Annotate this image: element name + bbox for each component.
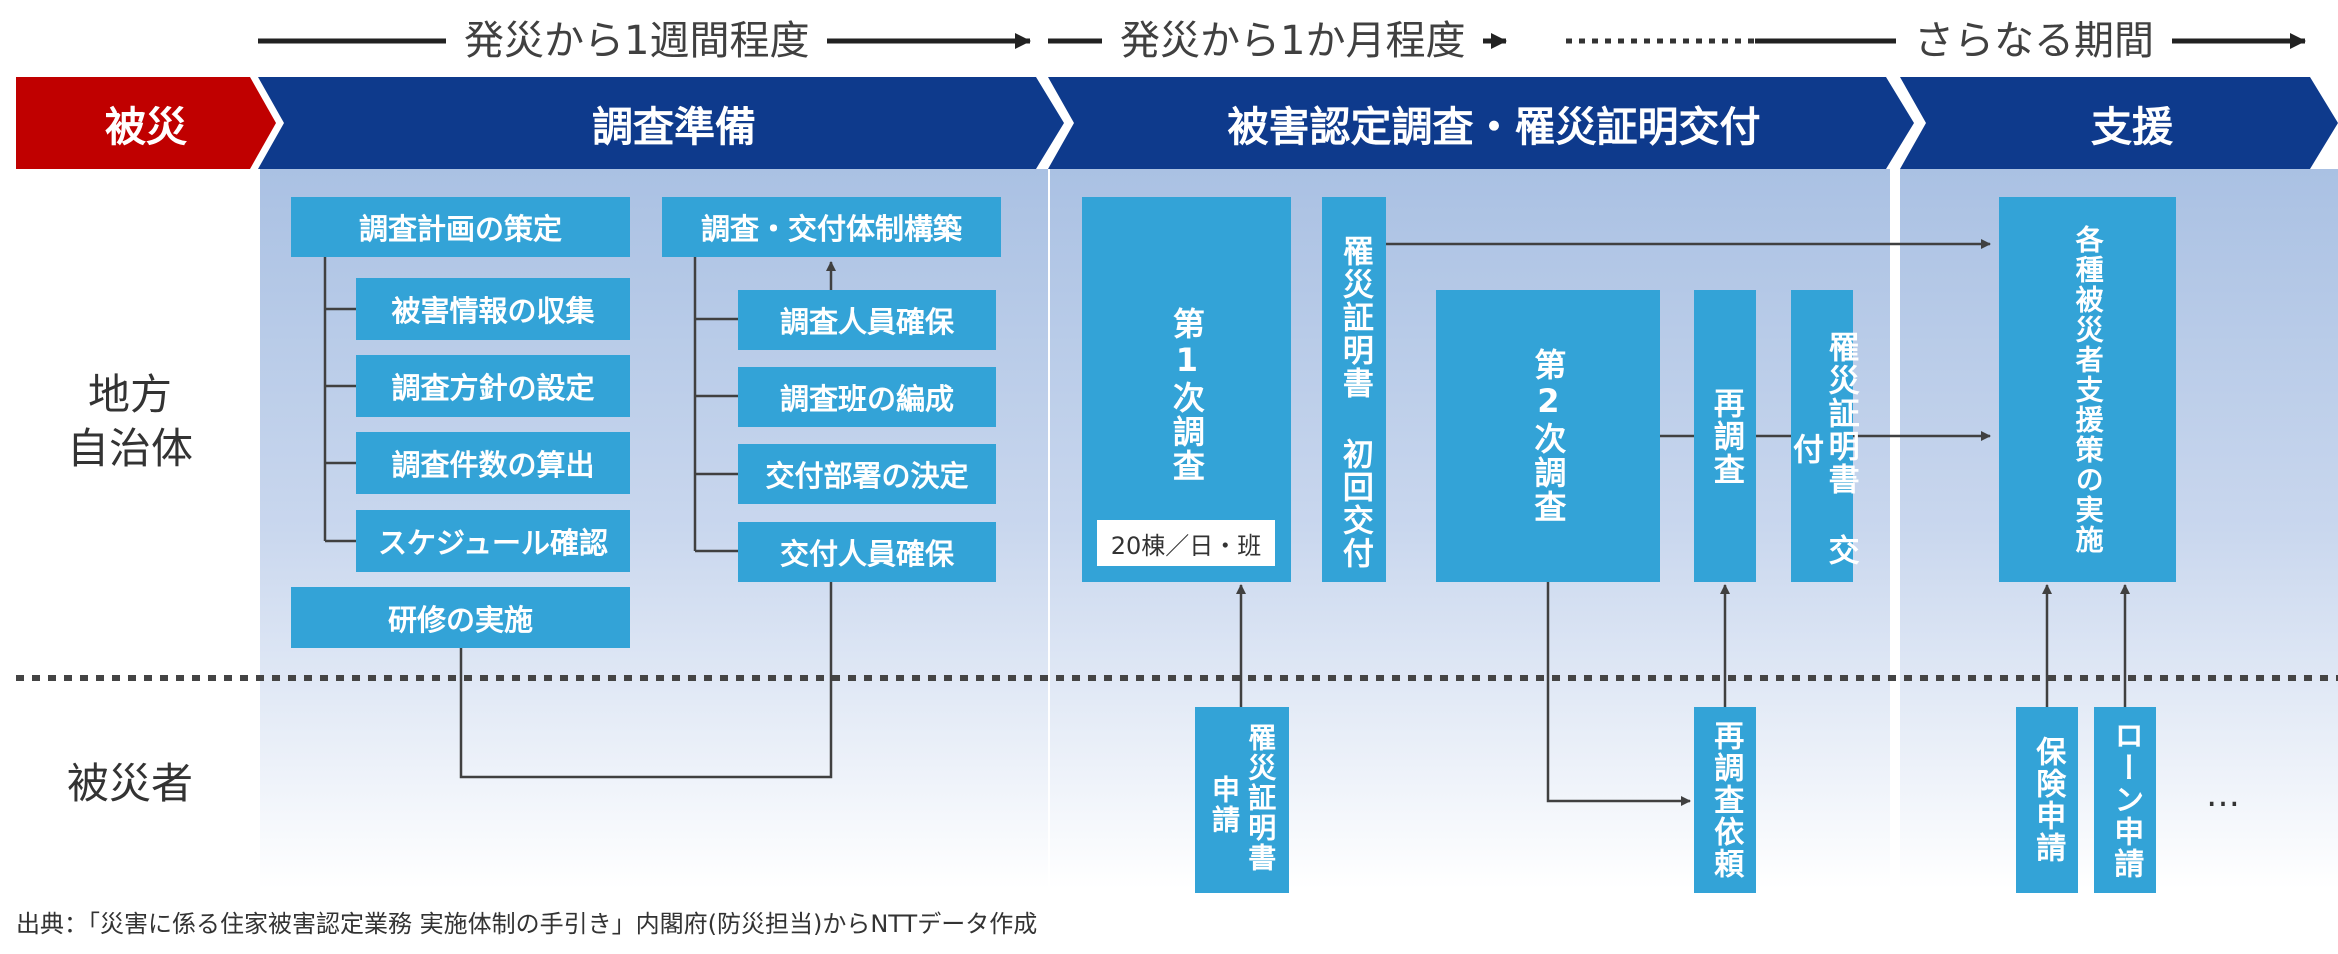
insurance-box: 保険申請 <box>2016 707 2078 893</box>
training-box: 研修の実施 <box>291 587 630 648</box>
timeline-further-label: さらなる期間 <box>1896 17 2172 65</box>
support-measures-box: 各種被災者支援策の実施 <box>1999 197 2176 582</box>
resurvey-request-box: 再調査依頼 <box>1694 707 1756 893</box>
plan-box: 調査計画の策定 <box>291 197 630 257</box>
phase-banner-disaster <box>16 77 276 169</box>
phase-disaster: 被災 <box>105 103 187 151</box>
cert-issue-box: 罹災証明書 交付 <box>1787 290 1859 582</box>
schedule-box: スケジュール確認 <box>356 510 630 572</box>
phase-banner-prep <box>258 77 1064 169</box>
cert-apply-box: 罹災証明書 申請 <box>1195 707 1289 893</box>
count-box: 調査件数の算出 <box>356 432 630 494</box>
phase-banner-support <box>1900 77 2338 169</box>
phase-prep: 調査準備 <box>592 103 756 151</box>
system-box: 調査・交付体制構築 <box>662 197 1001 257</box>
second-survey-label: 第2次調査 <box>1529 348 1568 524</box>
first-survey-label: 第1次調査 <box>1167 307 1206 483</box>
issue-staff-box: 交付人員確保 <box>738 522 996 582</box>
team-box: 調査班の編成 <box>738 367 996 427</box>
etc-label: … <box>2206 775 2240 815</box>
collect-box: 被害情報の収集 <box>356 278 630 340</box>
cert-first-box: 罹災証明書 初回交付 <box>1322 197 1386 582</box>
loan-box: ローン申請 <box>2094 707 2156 893</box>
cert-apply-line2: 申請 <box>1208 775 1241 835</box>
timeline-month-label: 発災から1か月程度 <box>1102 17 1484 65</box>
policy-box: 調査方針の設定 <box>356 355 630 417</box>
row-label-victims: 被災者 <box>66 759 193 808</box>
source-note: 出典：「災害に係る住家被害認定業務 実施体制の手引き」内閣府(防災担当)からNT… <box>16 910 1038 938</box>
first-survey-box: 第1次調査 <box>1082 197 1291 582</box>
phase-banner-survey <box>1048 77 1914 169</box>
cert-apply-line1: 罹災証明書 <box>1244 723 1278 873</box>
resurvey-box: 再調査 <box>1694 290 1756 582</box>
second-survey-box: 第2次調査 <box>1436 290 1660 582</box>
phase-support: 支援 <box>2091 103 2173 151</box>
timeline-week-label: 発災から1週間程度 <box>446 17 828 65</box>
staff-box: 調査人員確保 <box>738 290 996 350</box>
phase-survey: 被害認定調査・罹災証明交付 <box>1227 103 1761 151</box>
row-label-local-gov: 地方 自治体 <box>66 370 193 473</box>
dept-box: 交付部署の決定 <box>738 444 996 504</box>
rate-label: 20棟／日・班 <box>1097 520 1275 566</box>
